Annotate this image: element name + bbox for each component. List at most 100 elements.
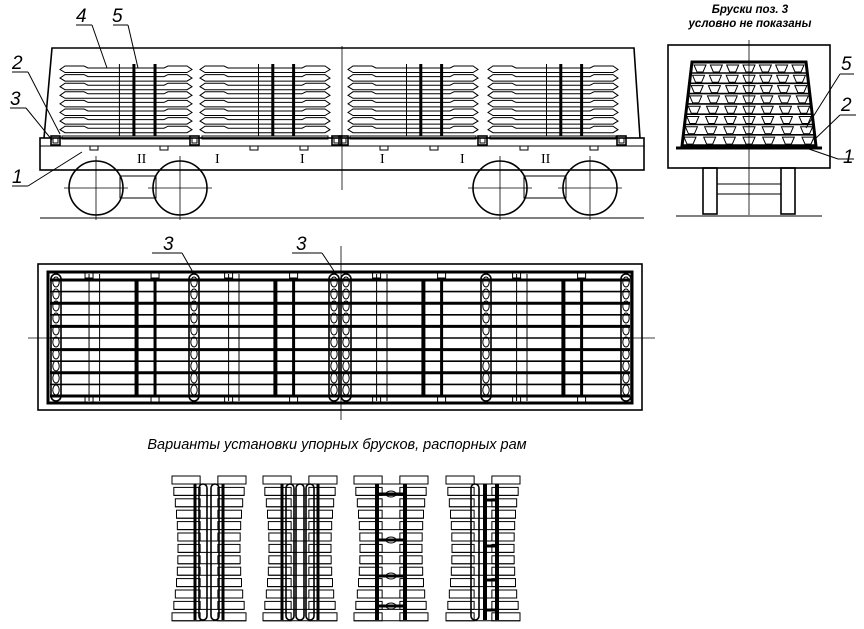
sleeper-section	[742, 116, 756, 124]
callout-line	[813, 114, 841, 141]
stop-block-oval	[342, 276, 350, 288]
sleeper-section	[687, 105, 702, 114]
frame-pad	[150, 272, 160, 279]
stop-block-bar	[480, 273, 492, 402]
variant-sleeper-end	[308, 509, 334, 519]
callout-line	[27, 71, 61, 135]
sleeper-section	[683, 136, 697, 145]
variant-stop-block	[285, 483, 295, 621]
variant-sleeper-end	[217, 475, 247, 485]
sleeper	[199, 74, 331, 82]
stop-block	[50, 135, 61, 146]
stop-block-oval	[342, 336, 350, 348]
sleeper-section	[725, 74, 739, 83]
callout-4: 4	[76, 6, 87, 27]
stop-block-oval	[482, 288, 490, 300]
sleeper	[347, 117, 479, 125]
sleeper-section	[703, 126, 718, 135]
stop-block-oval	[52, 336, 60, 348]
callout-line	[321, 252, 337, 275]
frame-pad	[437, 396, 447, 403]
sleeper-section	[777, 95, 792, 104]
sleeper	[59, 117, 193, 125]
variant-frame-oval	[385, 490, 397, 498]
frame-pad	[372, 272, 382, 279]
variant-sleeper-end	[176, 578, 201, 588]
sleeper	[59, 74, 193, 82]
sleeper	[347, 82, 479, 91]
sleeper-section	[702, 136, 717, 145]
sleeper	[199, 91, 331, 99]
sleeper	[347, 108, 479, 116]
variant-sleeper-end	[177, 555, 201, 565]
stop-block-oval	[342, 372, 350, 384]
variant-sleeper-end	[177, 532, 201, 542]
stop-block-oval	[190, 372, 198, 384]
stop-block-oval	[622, 372, 630, 384]
stop-block-oval	[482, 384, 490, 396]
stop-block-inner	[191, 137, 198, 144]
variant-sleeper-end	[353, 475, 383, 485]
variant-sleeper-end	[308, 589, 335, 599]
sleeper	[487, 91, 619, 99]
stop-block-oval	[482, 336, 490, 348]
sleeper-section	[704, 116, 719, 124]
sleeper	[487, 99, 619, 108]
top-view-sleepers	[50, 272, 632, 403]
end-view-wheel-right	[780, 167, 796, 215]
frame-pad	[372, 396, 382, 403]
variant-sleeper-end	[267, 578, 292, 588]
variant-2	[262, 475, 338, 622]
frame-pad	[84, 396, 94, 403]
end-view-axle	[716, 183, 782, 195]
stop-block-oval	[190, 324, 198, 336]
callout-1: 1	[843, 147, 854, 168]
sleeper	[347, 65, 479, 73]
sleeper-section	[693, 64, 707, 73]
variant-sleeper-end	[176, 521, 201, 531]
variant-frame-oval	[385, 572, 397, 580]
bogie-frame	[523, 175, 567, 199]
callout-2: 2	[11, 53, 23, 74]
side-view-bogies	[40, 156, 644, 220]
sleeper-section	[794, 85, 808, 94]
end-view-stack-outline	[680, 60, 818, 148]
frame-pad	[150, 396, 160, 403]
stop-block-oval	[330, 288, 338, 300]
stop-block-oval	[52, 288, 60, 300]
variant-stop-block	[295, 483, 305, 621]
sleeper	[199, 117, 331, 125]
stop-block	[189, 135, 200, 146]
stop-block-oval	[330, 312, 338, 324]
sleeper	[59, 82, 193, 91]
sleeper-section	[760, 105, 774, 114]
stop-block-oval	[622, 384, 630, 396]
variant-sleeper-end	[217, 566, 242, 576]
stop-block-oval	[330, 348, 338, 360]
stop-block-oval	[330, 300, 338, 312]
variant-sleeper-end	[268, 555, 292, 565]
variant-sleeper-end	[445, 612, 475, 622]
stop-block-oval	[330, 336, 338, 348]
floor-pad	[249, 145, 259, 151]
stop-block-oval	[330, 360, 338, 372]
variant-sleeper-end	[399, 475, 429, 485]
stop-block-oval	[190, 360, 198, 372]
top-view-inner-frame	[46, 270, 634, 405]
stop-block	[616, 135, 627, 146]
sleeper	[199, 99, 331, 108]
sleeper-section	[690, 85, 704, 94]
callout-line	[27, 151, 83, 187]
variant-sleeper-end	[308, 532, 332, 542]
stop-block-bar	[620, 273, 632, 402]
stop-block-oval	[330, 384, 338, 396]
sleeper	[59, 108, 193, 116]
note-line-1: Бруски поз. 3	[712, 4, 789, 16]
sleeper-section	[742, 126, 756, 135]
stop-block-oval	[342, 348, 350, 360]
stop-block-oval	[622, 300, 630, 312]
side-view-stop-blocks	[50, 135, 627, 151]
end-view-stack-rows	[682, 64, 816, 146]
gasket	[349, 135, 477, 140]
sleeper-section	[774, 64, 789, 73]
